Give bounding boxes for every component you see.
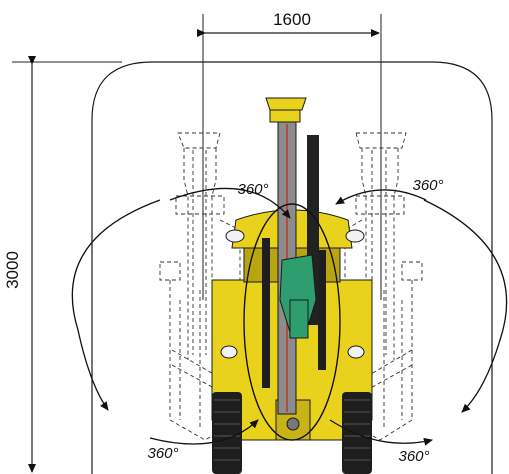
rotation-arrow-lower-left [149, 419, 259, 445]
front-light-right [347, 345, 365, 359]
rotation-label-lower-right: 360° [398, 448, 429, 465]
wheel-left [212, 392, 242, 474]
feed-mast [265, 97, 319, 415]
rotation-label-upper-left: 360° [237, 181, 268, 198]
boom-pivot [286, 417, 300, 431]
rock-drill-body [289, 299, 309, 339]
boom-arm-right [318, 250, 326, 370]
rotation-arrow-right-outer [423, 199, 508, 413]
mast-rotation-envelope [243, 203, 341, 441]
work-light-left [225, 229, 245, 243]
rotation-arrows [71, 187, 508, 446]
rotation-arrow-lower-right [329, 419, 433, 446]
rotation-label-lower-left: 360° [147, 445, 178, 462]
rotation-arrow-left-outer [71, 199, 161, 411]
height-dimension: 3000 [3, 56, 122, 473]
rotation-arrow-upper-right [335, 189, 427, 205]
tunnel-profile-outline [91, 61, 493, 474]
wheel-right [342, 392, 372, 474]
rotation-label-upper-right: 360° [412, 177, 443, 194]
front-light-left [220, 345, 238, 359]
mast-top-plate [269, 109, 301, 123]
rotation-arrow-upper-left [169, 187, 291, 219]
height-dimension-label: 3000 [3, 251, 22, 289]
width-dimension: 1600 [197, 10, 382, 300]
mast-top-bracket [265, 97, 307, 111]
boom-ghost-left [159, 132, 251, 441]
width-dimension-label: 1600 [273, 10, 311, 29]
boom-arm-left [262, 238, 270, 388]
work-light-right [345, 229, 365, 243]
